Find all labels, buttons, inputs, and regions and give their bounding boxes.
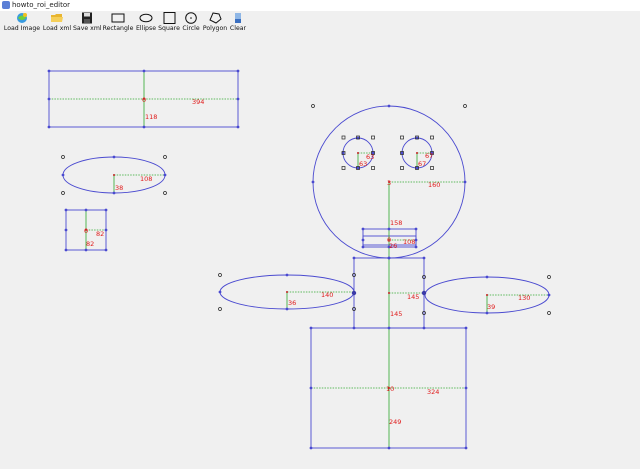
circle-icon (185, 12, 197, 24)
ellipse-icon (139, 13, 153, 23)
window-title: howto_roi_editor (12, 1, 71, 9)
roi-label: 130 (518, 294, 530, 302)
roi-label: 158 (390, 219, 402, 227)
roi-label: 39 (487, 303, 495, 311)
roi-label: 324 (427, 388, 439, 396)
roi-label: 160 (428, 181, 440, 189)
eraser-icon (235, 13, 241, 23)
roi-label: 108 (403, 238, 415, 246)
roi-label: 0 (387, 236, 391, 244)
roi-label: 82 (96, 230, 104, 238)
roi-label: 63 (359, 160, 367, 168)
rectangle-tool-button[interactable]: Rectangle (102, 11, 134, 35)
load-image-button[interactable]: Load Image (3, 11, 41, 35)
roi-label: 394 (192, 98, 204, 106)
roi-label: 0 (84, 227, 88, 235)
clear-button[interactable]: Clear (228, 11, 248, 35)
roi-label: 82 (86, 240, 94, 248)
roi-label: 108 (140, 175, 152, 183)
folder-icon (51, 14, 63, 22)
roi-label: 36 (288, 299, 296, 307)
roi-label: 63 (366, 153, 374, 161)
roi-label: 118 (145, 113, 157, 121)
square-icon (163, 12, 176, 24)
roi-label: 0 (142, 96, 146, 104)
load-image-icon (17, 13, 27, 23)
floppy-disk-icon (82, 12, 92, 24)
rectangle-icon (111, 13, 125, 23)
roi-label: 26 (389, 242, 397, 250)
roi-label: 140 (321, 291, 333, 299)
polygon-icon (209, 12, 222, 24)
polygon-tool-button[interactable]: Polygon (202, 11, 228, 35)
roi-label: 145 (407, 293, 419, 301)
ellipse-tool-button[interactable]: Ellipse (135, 11, 157, 35)
roi-label: 3 (387, 179, 391, 187)
roi-canvas[interactable]: 0 394 118 108 38 0 82 82 63 63 67 67 3 1… (0, 35, 640, 469)
app-icon (2, 1, 10, 9)
title-bar: howto_roi_editor (0, 0, 640, 11)
roi-label: 145 (390, 310, 402, 318)
roi-label: 67 (418, 160, 426, 168)
save-xml-button[interactable]: Save xml (73, 11, 102, 35)
roi-label: 249 (389, 418, 401, 426)
square-tool-button[interactable]: Square (157, 11, 181, 35)
toolbar: Load Image Load xml Save xml Rectangle (0, 11, 640, 35)
roi-label: 10 (386, 385, 394, 393)
roi-label: 38 (115, 184, 123, 192)
circle-tool-button[interactable]: Circle (181, 11, 201, 35)
roi-label: 67 (425, 152, 433, 160)
load-xml-button[interactable]: Load xml (42, 11, 72, 35)
